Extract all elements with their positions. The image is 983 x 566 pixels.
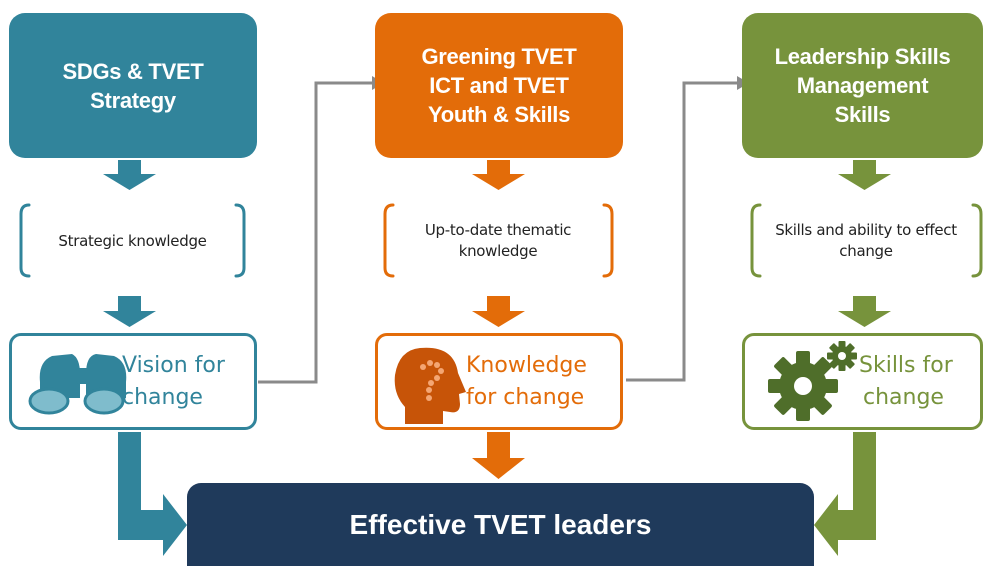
outcome-label-knowledge: Knowledge for change [466, 350, 587, 414]
knowledge-thematic: Up-to-date thematic knowledge [392, 205, 604, 277]
box-leadership-skills: Leadership Skills Management Skills [742, 13, 983, 158]
knowledge-strategic: Strategic knowledge [30, 205, 235, 277]
box-sdgs-tvet-strategy: SDGs & TVET Strategy [9, 13, 257, 158]
heading-line: Youth & Skills [427, 102, 571, 127]
heading-line: Strategy [90, 87, 176, 113]
bracket-left-2 [383, 203, 395, 278]
result-label: Effective TVET leaders [349, 508, 652, 540]
connector-vision-to-greening [258, 81, 373, 384]
heading-line: Greening TVET [421, 44, 577, 69]
outcome-line: Knowledge [466, 353, 587, 378]
heading-line: Leadership Skills [774, 44, 951, 69]
arrow-down-2b [472, 296, 525, 327]
knowledge-line: knowledge [458, 242, 538, 260]
outcome-line: Vision for [122, 353, 225, 378]
bracket-right-3 [971, 203, 983, 278]
heading-line: Skills [834, 102, 891, 127]
box-greening-tvet: Greening TVET ICT and TVET Youth & Skill… [375, 13, 623, 158]
knowledge-line: change [839, 242, 893, 260]
arrow-down-1b [103, 296, 156, 327]
knowledge-skills-ability: Skills and ability to effect change [758, 205, 974, 277]
connector-knowledge-to-leadership [626, 81, 738, 382]
arrow-down-3a [838, 160, 891, 190]
bracket-right-1 [234, 203, 246, 278]
bracket-left-1 [19, 203, 31, 278]
elbow-arrow-left [118, 432, 187, 556]
knowledge-line: Skills and ability to effect [775, 221, 957, 239]
bracket-left-3 [750, 203, 762, 278]
outcome-line: Skills for [859, 353, 953, 378]
knowledge-line: Strategic knowledge [58, 231, 207, 250]
elbow-arrow-right [814, 432, 876, 556]
outcome-line: change [863, 385, 944, 410]
knowledge-line: Up-to-date thematic [424, 221, 572, 239]
arrow-down-2c [472, 432, 525, 479]
outcome-skills-for-change [742, 333, 983, 430]
heading-line: SDGs & TVET [62, 58, 204, 84]
outcome-line: for change [466, 385, 585, 410]
heading-line: Management [796, 73, 929, 98]
arrow-down-2a [472, 160, 525, 190]
outcome-label-skills: Skills for change [859, 350, 953, 414]
heading-line: ICT and TVET [429, 73, 569, 98]
arrow-down-1a [103, 160, 156, 190]
outcome-label-vision: Vision for change [122, 350, 225, 414]
bracket-right-2 [602, 203, 614, 278]
result-effective-tvet-leaders: Effective TVET leaders [187, 483, 814, 566]
arrow-down-3b [838, 296, 891, 327]
outcome-line: change [122, 385, 203, 410]
